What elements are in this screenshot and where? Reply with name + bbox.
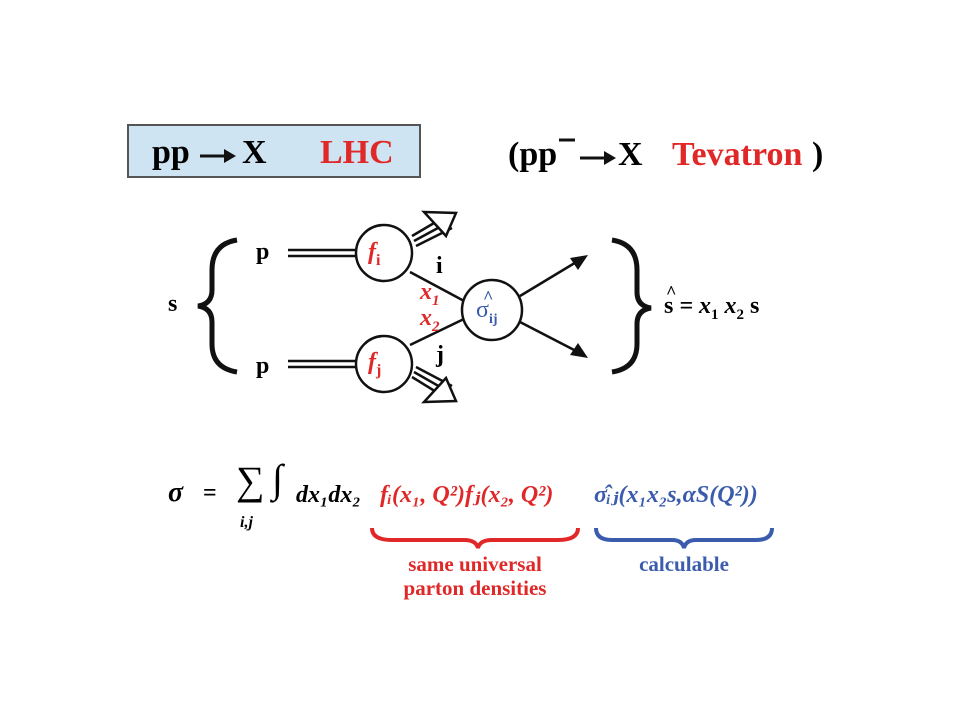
tevatron-result: X — [618, 136, 643, 173]
shat-equation: s = x1 x2 s — [664, 294, 759, 327]
left-brace — [197, 237, 238, 375]
parton-line-i — [409, 270, 467, 304]
sigma-hat-label: σij — [476, 298, 498, 332]
lhc-arrow-icon — [200, 149, 236, 163]
pdf-product: fᵢ(x₁, Q²)fⱼ(x₂, Q²) — [380, 482, 554, 508]
pdf-j-sub: j — [376, 361, 382, 379]
tevatron-arrow-icon — [580, 151, 616, 165]
shat-end: s — [744, 293, 760, 319]
sigma-hat-accent: ^ — [483, 287, 494, 307]
pdf-j-symbol: f — [368, 349, 376, 375]
sum-index: i,j — [240, 514, 253, 531]
s-label: s — [168, 291, 178, 317]
shat-sub1: 1 — [711, 306, 719, 323]
tevatron-close-paren: ) — [812, 136, 824, 173]
pdf-i-sub: i — [376, 251, 381, 269]
shat-lhs: s — [664, 293, 674, 319]
parton-i-label: i — [436, 253, 443, 279]
right-brace — [611, 237, 652, 375]
spectator-jet-bottom — [411, 365, 458, 404]
pdf-underbrace — [370, 527, 580, 549]
lhc-label: LHC — [320, 134, 394, 171]
pdf-i-label: fi — [368, 240, 380, 273]
pdf-j-circle — [354, 334, 414, 394]
sum-symbol: ∑ — [236, 458, 265, 503]
measure: dx₁dx₂ — [296, 482, 361, 508]
shat-rhs: = x — [679, 293, 712, 319]
proton-top-label: p — [256, 239, 270, 265]
pdf-i-symbol: f — [368, 239, 376, 265]
shat-accent: ^ — [666, 282, 677, 302]
x1-label: x1 — [420, 280, 440, 313]
partonic-cross-section: σ̂ᵢⱼ(x₁x₂s,αS(Q²)) — [594, 482, 758, 508]
proton-line-bottom — [288, 359, 360, 369]
outgoing-line-bottom — [519, 320, 579, 354]
lhc-process: pp — [152, 134, 190, 171]
shat-mid: x — [718, 293, 737, 319]
x2-sub: 2 — [432, 318, 440, 335]
outgoing-line-top — [519, 259, 579, 298]
proton-line-top — [288, 248, 360, 258]
outgoing-arrow-bottom-icon — [570, 343, 588, 358]
sigma-hat-sub: ij — [488, 311, 498, 327]
sigma-hat-symbol: σ — [476, 297, 489, 323]
pdf-caption: same universal parton densities — [372, 552, 578, 600]
pdf-j-label: fj — [368, 350, 381, 383]
antiproton-bar — [559, 138, 575, 142]
tevatron-label: Tevatron — [672, 136, 803, 173]
shat-sub2: 2 — [736, 306, 745, 323]
x1-sub: 1 — [432, 292, 440, 309]
hard-process-circle — [460, 278, 524, 342]
outgoing-arrow-top-icon — [570, 255, 588, 270]
pdf-caption-line2: parton densities — [403, 576, 547, 600]
parton-j-label: j — [436, 342, 444, 368]
equals-sign: = — [203, 480, 217, 506]
lhc-result: X — [242, 134, 267, 171]
partonic-caption: calculable — [639, 552, 729, 576]
proton-bottom-label: p — [256, 353, 270, 379]
x1-symbol: x — [420, 279, 432, 305]
integral-symbol: ∫ — [272, 456, 283, 501]
x2-symbol: x — [420, 305, 432, 331]
lhc-process-box — [127, 124, 421, 178]
pdf-caption-line1: same universal — [408, 552, 542, 576]
partonic-underbrace — [594, 527, 774, 549]
spectator-jet-top — [411, 210, 458, 248]
parton-line-j — [409, 316, 467, 347]
sigma-symbol: σ — [168, 477, 184, 508]
x2-label: x2 — [420, 306, 440, 339]
tevatron-process: (pp — [508, 136, 558, 173]
pdf-i-circle — [354, 223, 414, 283]
